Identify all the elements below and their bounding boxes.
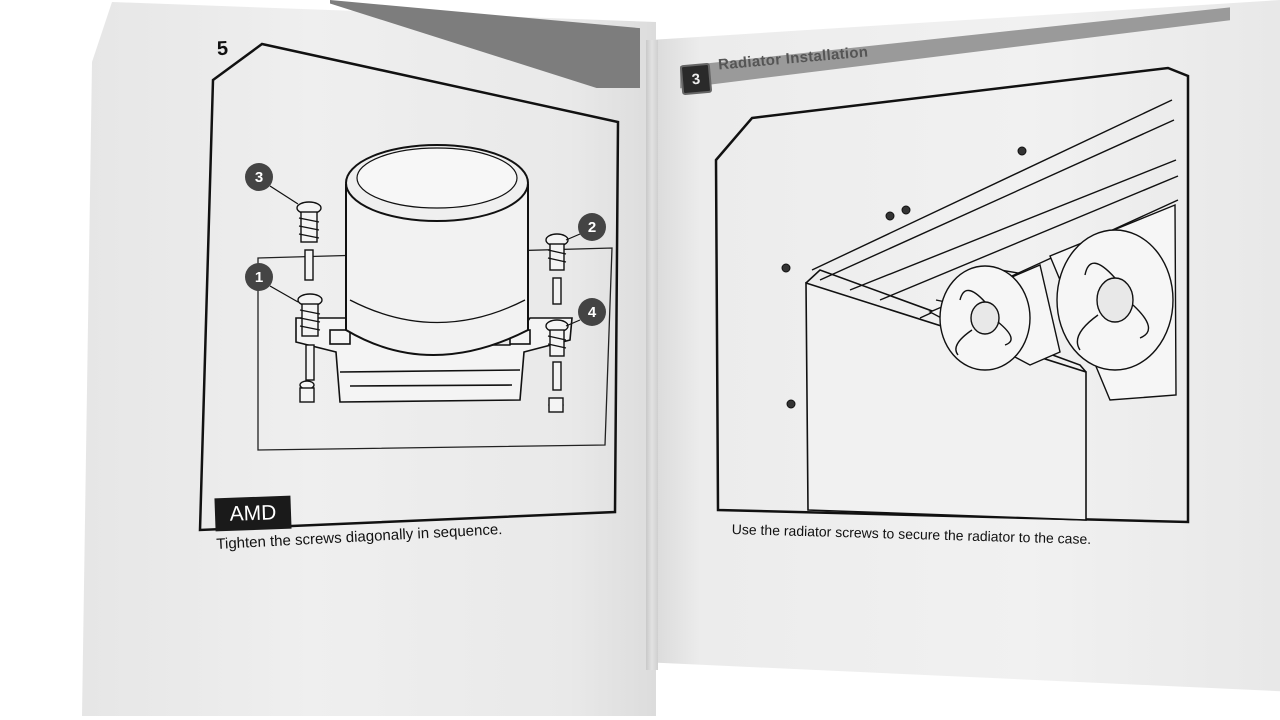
step-marker-1: 1 — [245, 263, 299, 303]
radiator-screws — [781, 146, 1027, 409]
step-marker-3: 3 — [245, 163, 299, 205]
screw-icon — [296, 201, 569, 413]
pump-block-icon — [345, 144, 529, 356]
step-marker-label: 4 — [588, 304, 597, 321]
right-illustration-frame — [714, 66, 1190, 524]
step-marker-4: 4 — [565, 298, 606, 327]
step-marker-label: 3 — [255, 169, 263, 186]
amd-badge: AMD — [214, 495, 292, 532]
fan-icon — [928, 203, 1177, 401]
booklet-spine — [646, 40, 658, 670]
left-illustration-frame — [198, 42, 620, 532]
step-marker-label: 2 — [588, 219, 596, 236]
step-marker-2: 2 — [565, 213, 606, 241]
step-marker-label: 1 — [255, 269, 263, 286]
